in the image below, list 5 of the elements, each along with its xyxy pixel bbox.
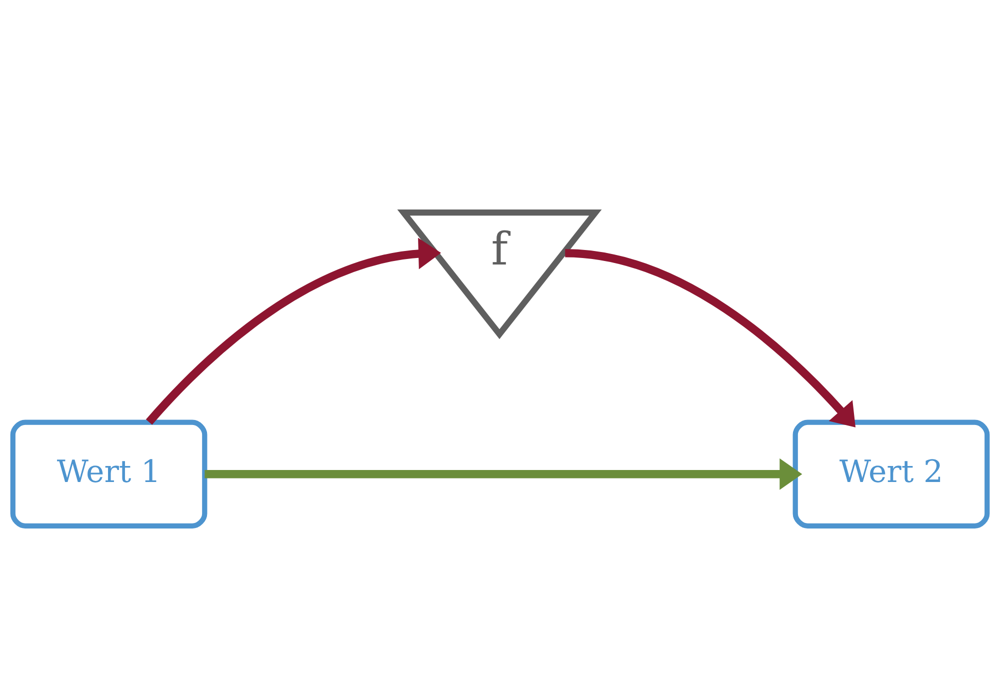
node-box: Wert 2 bbox=[792, 419, 990, 528]
arrow bbox=[146, 237, 441, 424]
arrow bbox=[204, 458, 802, 490]
node-box: Wert 1 bbox=[10, 419, 208, 528]
arrow bbox=[564, 248, 856, 427]
